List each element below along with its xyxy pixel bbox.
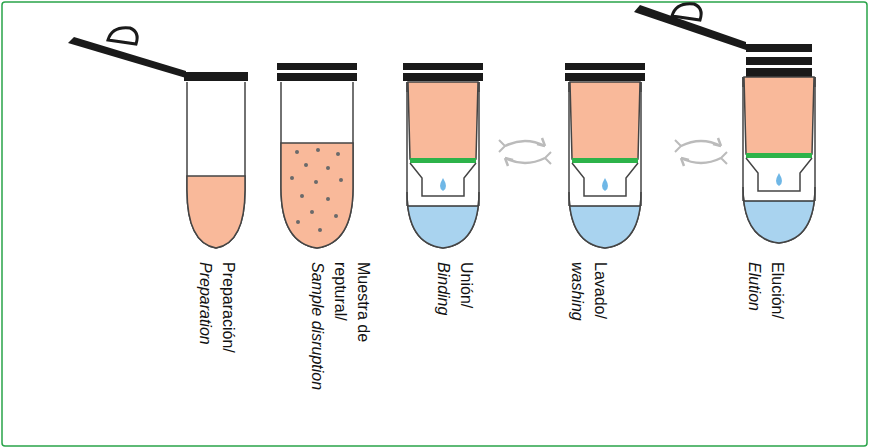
step-name-en: Sample disruption (306, 262, 329, 390)
step-name-en: Elution (743, 262, 766, 319)
step-name-en: Preparation (194, 262, 217, 353)
exchange-symbol (675, 138, 727, 166)
step-name-es: Preparación/ (217, 262, 240, 353)
exchange-symbol (499, 138, 551, 166)
step-name-es: Muestra de reptural/ (329, 262, 375, 374)
step-name-es: Unión/ (455, 262, 478, 315)
step-label: Unión/Binding (432, 262, 478, 315)
step-label: Elución/Elution (743, 262, 789, 319)
elution-column (634, 4, 815, 243)
prep-tube (68, 28, 248, 248)
step-label: Muestra de reptural/Sample disruption (306, 262, 375, 390)
binding-column (403, 63, 483, 248)
washing-column (565, 63, 645, 248)
step-name-es: Lavado/ (589, 262, 612, 321)
step-name-en: washing (566, 262, 589, 321)
disruption-tube (277, 63, 357, 248)
step-label: Preparación/Preparation (194, 262, 240, 353)
step-label: Lavado/washing (566, 262, 612, 321)
step-name-en: Binding (432, 262, 455, 315)
step-name-es: Elución/ (766, 262, 789, 319)
